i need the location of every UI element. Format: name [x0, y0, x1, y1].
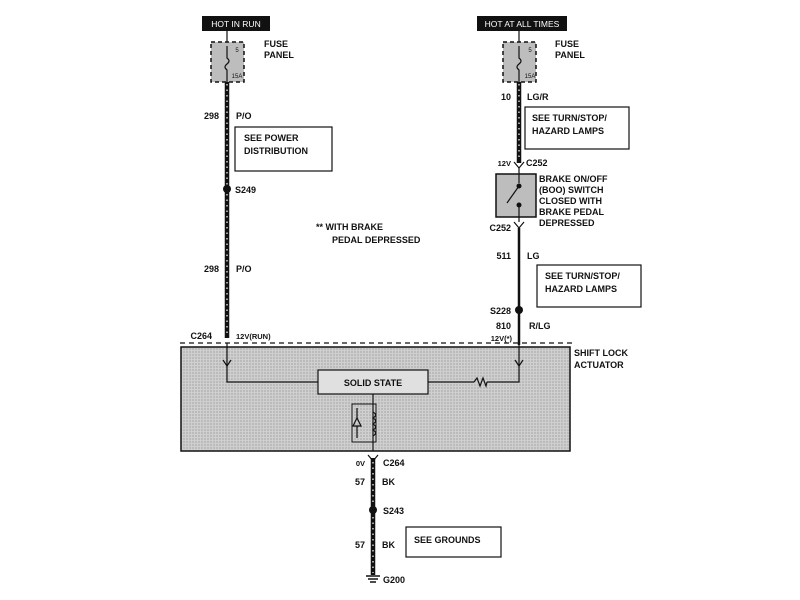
voltage-left: 12V(RUN): [236, 332, 271, 341]
shift-lock-actuator: SOLID STATE: [180, 343, 571, 452]
connector-c252-bottom: C252: [489, 223, 511, 233]
see-grounds-text: SEE GROUNDS: [414, 535, 481, 545]
splice-s243-label: S243: [383, 506, 404, 516]
see-turn-stop-box-2: SEE TURN/STOP/ HAZARD LAMPS: [536, 264, 642, 308]
boo-switch: [495, 168, 537, 222]
fuse-right: 5 15A: [502, 31, 537, 83]
actuator-label-2: ACTUATOR: [574, 360, 624, 370]
fuse-left: 5 15A: [210, 31, 245, 83]
wire-right-bottom-number: 810: [496, 321, 511, 331]
wire-right-mid-number: 511: [496, 251, 511, 261]
wire-left-bottom-number: 298: [204, 264, 219, 274]
ground-g200-label: G200: [383, 575, 405, 585]
tag-hot-at-all-times: HOT AT ALL TIMES: [477, 16, 567, 31]
wire-right-top-color: LG/R: [527, 92, 549, 102]
ground-symbol-icon: [366, 575, 380, 583]
switch-label-4: BRAKE PEDAL: [539, 207, 605, 217]
note-line-2: PEDAL DEPRESSED: [332, 235, 421, 245]
wire-ground-top-number: 57: [355, 477, 365, 487]
fuse-right-rating: 15A: [525, 74, 536, 80]
actuator-label-1: SHIFT LOCK: [574, 348, 628, 358]
wire-left-bottom-color: P/O: [236, 264, 252, 274]
tag-hot-at-all-times-text: HOT AT ALL TIMES: [485, 19, 560, 29]
voltage-right-bottom: 12V(*): [491, 334, 513, 343]
see-turn-stop-1-line-1: SEE TURN/STOP/: [532, 113, 607, 123]
splice-s249-dot: [223, 185, 231, 193]
splice-s243-dot: [369, 506, 377, 514]
wire-right-bottom-color: R/LG: [529, 321, 551, 331]
wire-left-top-number: 298: [204, 111, 219, 121]
wire-left-top-color: P/O: [236, 111, 252, 121]
see-turn-stop-2-line-2: HAZARD LAMPS: [545, 284, 617, 294]
fuse-left-label-1: FUSE: [264, 39, 288, 49]
splice-s249-label: S249: [235, 185, 256, 195]
wire-ground-top-color: BK: [382, 477, 395, 487]
solid-state-label: SOLID STATE: [344, 378, 402, 388]
voltage-ground: 0V: [356, 459, 365, 468]
tag-hot-in-run: HOT IN RUN: [202, 16, 270, 31]
voltage-right-top: 12V: [498, 159, 511, 168]
see-power-line-1: SEE POWER: [244, 133, 299, 143]
tag-hot-in-run-text: HOT IN RUN: [211, 19, 260, 29]
fuse-right-element: [516, 46, 522, 82]
fuse-left-number: 5: [235, 48, 239, 54]
switch-label-3: CLOSED WITH: [539, 196, 602, 206]
wire-right-top-number: 10: [501, 92, 511, 102]
fuse-right-label-1: FUSE: [555, 39, 579, 49]
see-turn-stop-box-1: SEE TURN/STOP/ HAZARD LAMPS: [524, 106, 630, 150]
see-power-distribution-box: SEE POWER DISTRIBUTION: [234, 126, 333, 172]
connector-c264-top: C264: [190, 331, 212, 341]
see-power-line-2: DISTRIBUTION: [244, 146, 308, 156]
fuse-left-rating: 15A: [232, 74, 243, 80]
switch-label-5: DEPRESSED: [539, 218, 595, 228]
connector-c252-bottom-symbol: [513, 221, 525, 229]
note-line-1: ** WITH BRAKE: [316, 222, 383, 232]
fuse-left-label-2: PANEL: [264, 50, 294, 60]
see-turn-stop-1-line-2: HAZARD LAMPS: [532, 126, 604, 136]
fuse-right-number: 5: [528, 48, 532, 54]
connector-c252-top: C252: [526, 158, 548, 168]
fuse-right-label-2: PANEL: [555, 50, 585, 60]
see-grounds-box: SEE GROUNDS: [405, 526, 502, 558]
wire-ground-bottom-color: BK: [382, 540, 395, 550]
splice-s228-label: S228: [490, 306, 511, 316]
switch-label-2: (BOO) SWITCH: [539, 185, 604, 195]
see-turn-stop-2-line-1: SEE TURN/STOP/: [545, 271, 620, 281]
splice-s228-dot: [515, 306, 523, 314]
wire-ground-bottom-number: 57: [355, 540, 365, 550]
fuse-left-element: [224, 46, 230, 82]
wire-right-mid-color: LG: [527, 251, 540, 261]
connector-c264-bottom: C264: [383, 458, 405, 468]
switch-label-1: BRAKE ON/OFF: [539, 174, 608, 184]
